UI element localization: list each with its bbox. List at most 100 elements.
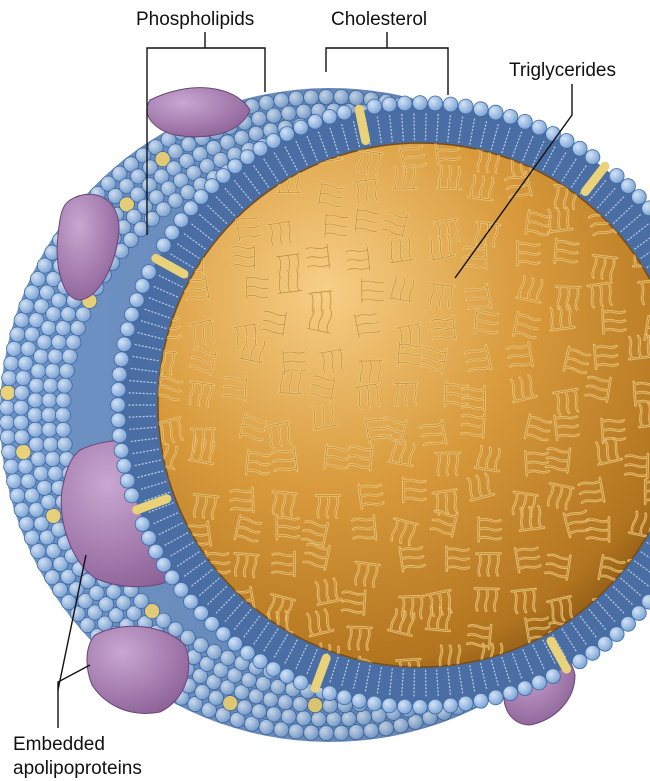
triglyceride-molecule: [467, 174, 495, 202]
triglyceride-molecule: [553, 414, 580, 442]
triglyceride-molecule: [435, 164, 463, 191]
fatty-acid-tail: [640, 551, 650, 559]
phospholipid-head: [204, 178, 220, 194]
fatty-acid-tail: [176, 551, 200, 568]
fatty-acid-tail: [169, 253, 194, 269]
fatty-acid-tail: [401, 669, 404, 697]
phospholipid-head: [517, 680, 533, 696]
triglyceride-molecule: [591, 253, 618, 281]
fatty-acid-tail: [144, 491, 170, 502]
fatty-acid-tail: [522, 649, 534, 675]
fatty-acid-tail: [148, 502, 174, 514]
fatty-acid-tail: [596, 187, 616, 209]
triglyceride-molecule: [395, 322, 423, 351]
triglyceride-molecule: [188, 380, 216, 408]
fatty-acid-tail: [447, 668, 452, 696]
fatty-acid-tail: [144, 308, 170, 319]
phospholipid-head: [148, 543, 164, 560]
triglyceride-molecule: [187, 437, 216, 466]
fatty-acid-tail: [130, 367, 158, 373]
phospholipid-head: [427, 95, 444, 112]
triglyceride-molecule: [302, 542, 331, 571]
fatty-acid-tail: [284, 145, 298, 171]
fatty-acid-tail: [627, 223, 650, 241]
phospholipid-head: [141, 264, 157, 280]
fatty-acid-tail: [273, 634, 289, 659]
triglyceride-molecule: [192, 493, 220, 520]
triglyceride-molecule: [392, 381, 420, 407]
phospholipid-head: [584, 645, 601, 661]
triglyceride-molecule: [387, 275, 416, 303]
triglyceride-molecule: [264, 420, 293, 449]
triglyceride-molecule: [353, 206, 381, 233]
triglyceride-molecule: [523, 413, 553, 442]
triglyceride-molecule: [434, 451, 461, 477]
apolipoproteins-label-line2: apolipoproteins: [13, 758, 142, 779]
phospholipid-head: [584, 149, 601, 165]
phospholipid-head: [366, 98, 383, 115]
triglyceride-molecule: [317, 180, 345, 208]
phospholipid-head: [227, 635, 243, 652]
cholesterol-bracket: [325, 47, 449, 95]
fatty-acid-tail: [604, 195, 625, 217]
fatty-acid-tail: [206, 585, 228, 606]
phospholipid-head: [124, 487, 140, 504]
phospholipid-head: [620, 178, 636, 194]
cholesterol-molecule: [580, 161, 610, 196]
phospholipid-head: [608, 168, 625, 184]
phospholipid-head: [113, 442, 130, 459]
fatty-acid-tail: [532, 644, 545, 670]
phospholipid-head: [457, 98, 474, 115]
triglyceride-molecule: [506, 340, 534, 368]
phospholipid-head: [134, 516, 151, 532]
fatty-acid-tail: [198, 577, 220, 597]
fatty-acid-tail: [137, 331, 164, 340]
triglyceride-molecule: [477, 516, 502, 543]
triglyceride-molecule: [419, 346, 449, 375]
phospholipid-head: [252, 140, 269, 157]
fatty-acid-tail: [262, 158, 279, 182]
triglyceride-molecule: [473, 308, 500, 335]
phospholipid-head: [113, 351, 130, 368]
phospholipid-head: [155, 556, 172, 573]
triglyceride-molecule: [314, 577, 343, 606]
triglyceride-molecule: [544, 447, 572, 474]
fatty-acid-tail: [511, 653, 523, 679]
apolipoprotein: [56, 193, 120, 301]
triglyceride-molecule: [398, 144, 427, 173]
fatty-acid-tail: [134, 343, 161, 351]
fatty-acid-tail: [458, 116, 464, 143]
triglyceride-molecule: [323, 443, 350, 470]
triglyceride-molecule: [356, 359, 384, 385]
fatty-acid-tail: [511, 131, 523, 157]
phospholipid-head: [412, 699, 428, 715]
triglyceride-molecule: [317, 347, 345, 376]
cholesterol-label: Cholesterol: [331, 9, 428, 30]
fatty-acid-tail: [424, 669, 427, 697]
triglyceride-molecule: [524, 616, 552, 644]
fatty-acid-tail: [634, 237, 650, 250]
phospholipid-head: [239, 645, 256, 661]
phospholipid-head: [183, 200, 199, 217]
phospholipid-head: [111, 366, 128, 383]
triglyceride-molecule: [632, 380, 650, 407]
triglyceride-molecule: [544, 553, 572, 581]
triglyceride-molecule: [305, 306, 334, 335]
triglyceride-molecule: [585, 516, 611, 543]
triglyceride-molecule: [546, 594, 575, 624]
leader-lines: [57, 32, 573, 728]
fatty-acid-tail: [424, 113, 427, 141]
triglyceride-molecule: [431, 488, 459, 516]
triglyceride-molecule: [304, 242, 331, 270]
phospholipid-head: [141, 530, 157, 546]
phospholipid-head: [173, 582, 190, 598]
triglyceride-molecule: [260, 310, 288, 338]
fatty-acid-tail: [198, 213, 220, 233]
phospholipid-head: [442, 96, 459, 113]
triglyceride-molecule: [275, 514, 301, 541]
triglyceride-molecule: [524, 208, 552, 237]
fatty-acid-tail: [620, 577, 642, 597]
fatty-acid-tail: [612, 585, 634, 606]
fatty-acid-tail: [243, 172, 261, 195]
fatty-acid-tail: [588, 608, 607, 631]
